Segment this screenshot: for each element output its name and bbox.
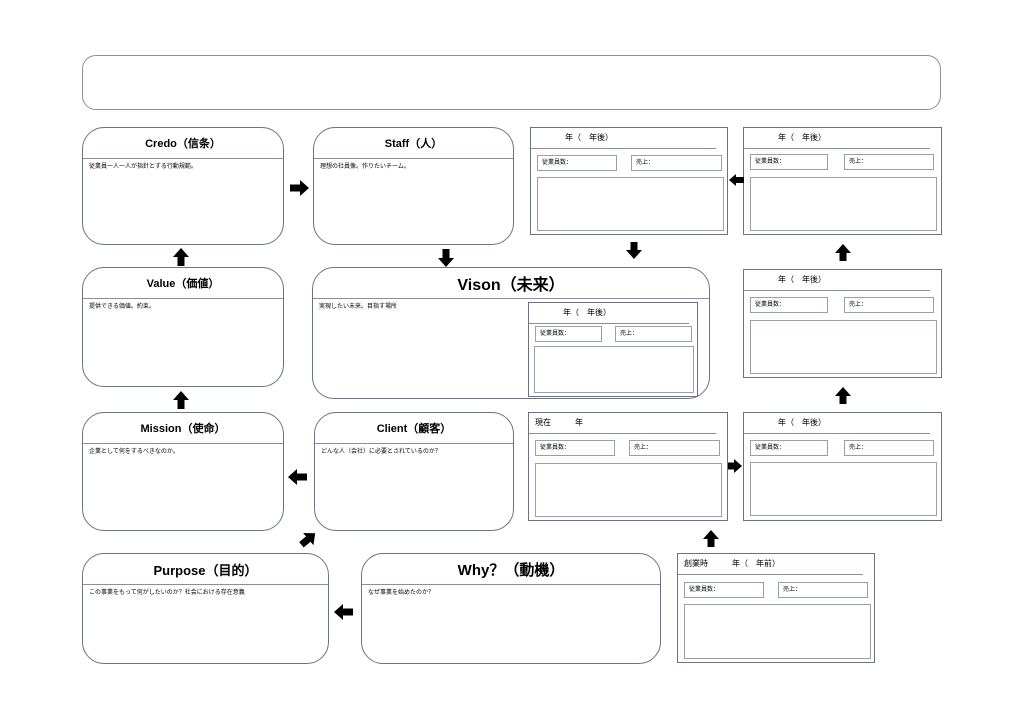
employees-field[interactable]: 従業員数： <box>750 154 828 170</box>
why-desc[interactable]: なぜ事業を始めたのか？ <box>368 589 435 596</box>
sales-field[interactable]: 売上： <box>615 326 692 342</box>
present-panel: 現在 年 従業員数： 売上： <box>528 412 728 521</box>
credo-desc[interactable]: 従業員一人一人が指針とする行動規範。 <box>89 163 197 170</box>
sales-field[interactable]: 売上： <box>629 440 720 456</box>
purpose-desc[interactable]: この事業をもって何がしたいのか？社会における存在意義 <box>89 589 245 596</box>
value-desc[interactable]: 提供できる価値。約束。 <box>89 303 155 310</box>
arrow-diagonal-icon <box>299 532 316 548</box>
notes-area[interactable] <box>534 346 694 393</box>
client-title: Client（顧客） <box>315 413 513 444</box>
header-divider <box>529 323 689 324</box>
employees-field[interactable]: 従業員数： <box>535 326 602 342</box>
value-box: Value（価値） 提供できる価値。約束。 <box>82 267 284 387</box>
arrow-up-icon <box>173 248 189 266</box>
sales-field[interactable]: 売上： <box>844 297 934 313</box>
credo-title: Credo（信条） <box>83 128 283 159</box>
present-panel-header: 現在 年 <box>535 418 583 427</box>
header-divider <box>678 574 863 575</box>
future-panel-2: 年（ 年後） 従業員数： 売上： <box>743 127 942 235</box>
credo-box: Credo（信条） 従業員一人一人が指針とする行動規範。 <box>82 127 284 245</box>
future-panel-4: 年（ 年後） 従業員数： 売上： <box>743 412 942 521</box>
arrow-left-icon <box>334 604 353 620</box>
notes-area[interactable] <box>684 604 871 659</box>
notes-area[interactable] <box>535 463 722 517</box>
arrow-right-icon <box>290 180 309 196</box>
arrow-up-icon <box>835 387 851 404</box>
employees-field[interactable]: 従業員数： <box>684 582 764 598</box>
future-panel-3: 年（ 年後） 従業員数： 売上： <box>743 269 942 378</box>
staff-title: Staff（人） <box>314 128 513 159</box>
arrow-up-icon <box>835 244 851 261</box>
sales-field[interactable]: 売上： <box>844 440 934 456</box>
employees-field[interactable]: 従業員数： <box>535 440 615 456</box>
notes-area[interactable] <box>750 320 937 374</box>
purpose-box: Purpose（目的） この事業をもって何がしたいのか？社会における存在意義 <box>82 553 329 664</box>
future-panel-1: 年（ 年後） 従業員数： 売上： <box>530 127 728 235</box>
vision-inner-panel: 年（ 年後） 従業員数： 売上： <box>528 302 698 397</box>
founding-panel-header: 創業時 年（ 年前） <box>684 559 780 568</box>
arrow-left-icon <box>729 174 744 186</box>
why-title: Why？（動機） <box>362 554 660 585</box>
why-box: Why？（動機） なぜ事業を始めたのか？ <box>361 553 661 664</box>
header-divider <box>744 148 930 149</box>
notes-area[interactable] <box>537 177 724 231</box>
sales-field[interactable]: 売上： <box>778 582 868 598</box>
future-panel-4-header: 年（ 年後） <box>778 418 826 427</box>
arrow-down-icon <box>626 242 642 259</box>
mission-desc[interactable]: 企業として何をするべきなのか。 <box>89 448 179 455</box>
founding-panel: 創業時 年（ 年前） 従業員数： 売上： <box>677 553 875 663</box>
notes-area[interactable] <box>750 462 937 516</box>
employees-field[interactable]: 従業員数： <box>750 440 828 456</box>
header-divider <box>744 290 930 291</box>
header-divider <box>531 148 716 149</box>
arrow-right-icon <box>728 459 742 473</box>
arrow-down-icon <box>438 249 454 267</box>
arrow-left-icon <box>288 469 307 485</box>
staff-desc[interactable]: 理想の社員像。作りたいチーム。 <box>320 163 410 170</box>
future-panel-2-header: 年（ 年後） <box>778 133 826 142</box>
value-title: Value（価値） <box>83 268 283 299</box>
employees-field[interactable]: 従業員数： <box>750 297 828 313</box>
future-panel-3-header: 年（ 年後） <box>778 275 826 284</box>
vision-inner-panel-header: 年（ 年後） <box>563 308 611 317</box>
title-box[interactable] <box>82 55 941 110</box>
client-desc[interactable]: どんな人（会社）に必要とされているのか？ <box>321 448 441 455</box>
purpose-title: Purpose（目的） <box>83 554 328 585</box>
header-divider <box>744 433 930 434</box>
header-divider <box>529 433 716 434</box>
staff-box: Staff（人） 理想の社員像。作りたいチーム。 <box>313 127 514 245</box>
mission-box: Mission（使命） 企業として何をするべきなのか。 <box>82 412 284 531</box>
vision-title: Vison（未来） <box>313 268 709 299</box>
client-box: Client（顧客） どんな人（会社）に必要とされているのか？ <box>314 412 514 531</box>
future-panel-1-header: 年（ 年後） <box>565 133 613 142</box>
arrow-up-icon <box>173 391 189 409</box>
sales-field[interactable]: 売上： <box>631 155 722 171</box>
notes-area[interactable] <box>750 177 937 231</box>
vision-desc[interactable]: 実現したい未来。目指す場所 <box>319 303 398 310</box>
mission-title: Mission（使命） <box>83 413 283 444</box>
arrow-up-icon <box>703 530 719 547</box>
sales-field[interactable]: 売上： <box>844 154 934 170</box>
employees-field[interactable]: 従業員数： <box>537 155 617 171</box>
